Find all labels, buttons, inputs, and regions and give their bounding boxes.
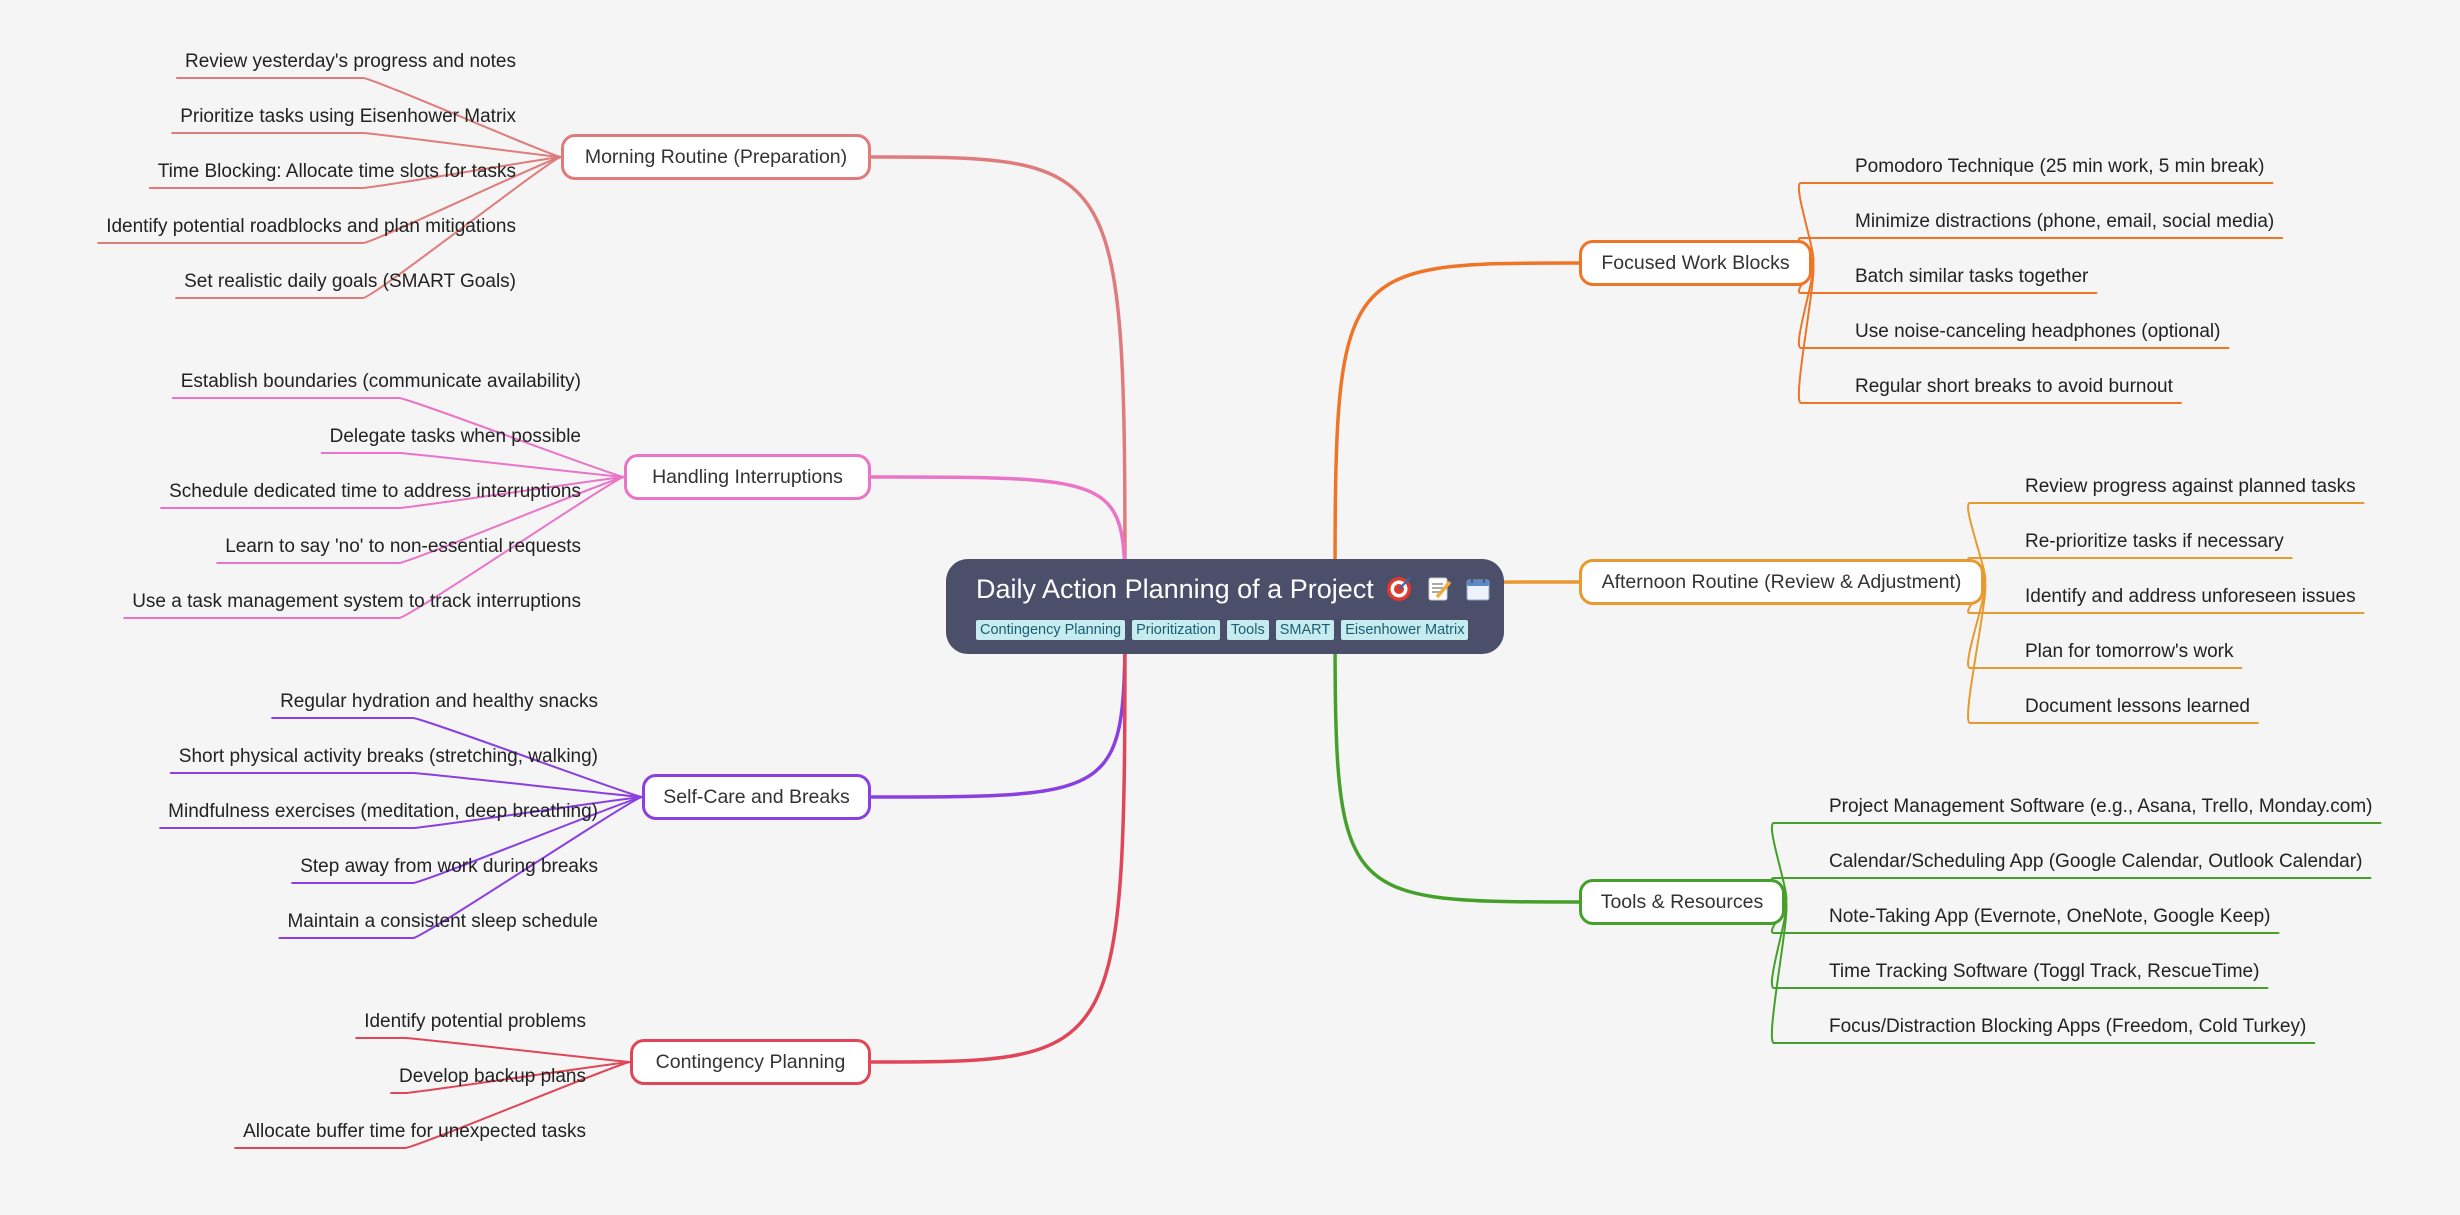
branch-node-morning[interactable]: Morning Routine (Preparation) xyxy=(561,134,871,180)
leaf-topic[interactable]: Minimize distractions (phone, email, soc… xyxy=(1855,211,2275,232)
leaf-topic[interactable]: Prioritize tasks using Eisenhower Matrix xyxy=(180,106,516,127)
leaf-topic[interactable]: Calendar/Scheduling App (Google Calendar… xyxy=(1829,851,2363,872)
leaf-topic[interactable]: Maintain a consistent sleep schedule xyxy=(287,911,598,932)
leaf-topic[interactable]: Plan for tomorrow's work xyxy=(2025,641,2234,662)
leaf-connector xyxy=(160,476,625,509)
leaf-connector xyxy=(390,1061,631,1094)
branch-node-tools[interactable]: Tools & Resources xyxy=(1579,879,1785,925)
leaf-connector xyxy=(216,476,625,564)
branch-connector xyxy=(869,155,1127,608)
leaf-topic[interactable]: Review yesterday's progress and notes xyxy=(184,51,516,72)
target-icon xyxy=(1387,577,1412,601)
leaf-connector xyxy=(1797,262,2182,404)
leaf-connector xyxy=(291,796,643,884)
leaf-topic[interactable]: Learn to say 'no' to non-essential reque… xyxy=(225,536,581,557)
topic-tag[interactable]: SMART xyxy=(1275,620,1335,640)
leaf-topic[interactable]: Review progress against planned tasks xyxy=(2025,476,2356,497)
leaf-connector xyxy=(271,717,643,798)
central-title-text: Daily Action Planning of a Project xyxy=(976,574,1374,604)
leaf-topic[interactable]: Use a task management system to track in… xyxy=(132,591,581,612)
leaf-topic[interactable]: Document lessons learned xyxy=(2025,696,2250,717)
leaf-connector xyxy=(148,156,562,189)
leaf-topic[interactable]: Batch similar tasks together xyxy=(1855,266,2089,287)
central-tags: Contingency Planning Prioritization Tools S… xyxy=(976,620,1475,640)
leaf-connector xyxy=(97,156,562,244)
leaf-topic[interactable]: Short physical activity breaks (stretchi… xyxy=(178,746,598,767)
leaf-topic[interactable]: Identify potential roadblocks and plan m… xyxy=(106,216,516,237)
leaf-topic[interactable]: Use noise-canceling headphones (optional… xyxy=(1855,321,2221,342)
leaf-topic[interactable]: Project Management Software (e.g., Asana… xyxy=(1829,796,2373,817)
branch-connector xyxy=(1333,604,1581,904)
leaf-topic[interactable]: Pomodoro Technique (25 min work, 5 min b… xyxy=(1855,156,2265,177)
leaf-topic[interactable]: Re-prioritize tasks if necessary xyxy=(2025,531,2284,552)
leaf-topic[interactable]: Identify and address unforeseen issues xyxy=(2025,586,2356,607)
leaf-topic[interactable]: Allocate buffer time for unexpected task… xyxy=(243,1121,586,1142)
topic-tag[interactable]: Prioritization xyxy=(1132,620,1220,640)
central-topic-title: Daily Action Planning of a Project xyxy=(976,572,1492,606)
memo-icon xyxy=(1428,577,1452,601)
leaf-connector xyxy=(171,132,562,158)
calendar-icon xyxy=(1466,578,1490,601)
leaf-topic[interactable]: Regular short breaks to avoid burnout xyxy=(1855,376,2173,397)
leaf-topic[interactable]: Delegate tasks when possible xyxy=(329,426,581,447)
leaf-connector xyxy=(175,77,562,158)
leaf-connector xyxy=(1797,237,2284,264)
branch-connector xyxy=(1333,261,1581,608)
leaf-topic[interactable]: Mindfulness exercises (meditation, deep … xyxy=(168,801,598,822)
leaf-connector xyxy=(123,476,625,619)
leaf-topic[interactable]: Schedule dedicated time to address inter… xyxy=(169,481,581,502)
leaf-topic[interactable]: Time Tracking Software (Toggl Track, Res… xyxy=(1829,961,2260,982)
leaf-topic[interactable]: Time Blocking: Allocate time slots for t… xyxy=(157,161,516,182)
branch-node-focused[interactable]: Focused Work Blocks xyxy=(1579,240,1812,286)
topic-tag[interactable]: Eisenhower Matrix xyxy=(1341,620,1469,640)
leaf-topic[interactable]: Regular hydration and healthy snacks xyxy=(280,691,598,712)
leaf-connector xyxy=(1967,557,2293,583)
leaf-topic[interactable]: Establish boundaries (communicate availa… xyxy=(180,371,581,392)
leaf-connector xyxy=(1770,901,2316,1044)
topic-tag[interactable]: Tools xyxy=(1226,620,1269,640)
central-topic[interactable]: Daily Action Planning of a Project xyxy=(946,559,1504,654)
leaf-topic[interactable]: Identify potential problems xyxy=(364,1011,586,1032)
leaf-connector xyxy=(1770,877,2372,903)
leaf-topic[interactable]: Focus/Distraction Blocking Apps (Freedom… xyxy=(1829,1016,2307,1037)
leaf-topic[interactable]: Note-Taking App (Evernote, OneNote, Goog… xyxy=(1829,906,2271,927)
leaf-connector xyxy=(169,772,643,798)
leaf-connector xyxy=(320,452,625,478)
leaf-connector xyxy=(355,1037,631,1063)
leaf-connector xyxy=(159,796,643,829)
branch-node-interruptions[interactable]: Handling Interruptions xyxy=(624,454,871,500)
branch-connector xyxy=(869,604,1127,1064)
leaf-connector xyxy=(171,397,625,478)
leaf-topic[interactable]: Set realistic daily goals (SMART Goals) xyxy=(184,271,516,292)
branch-node-selfcare[interactable]: Self-Care and Breaks xyxy=(642,774,871,820)
topic-tag[interactable]: Contingency Planning xyxy=(976,620,1126,640)
leaf-connector xyxy=(1967,581,2259,724)
leaf-connector xyxy=(278,796,643,939)
leaf-connector xyxy=(234,1061,631,1149)
leaf-topic[interactable]: Develop backup plans xyxy=(399,1066,586,1087)
branch-node-contingency[interactable]: Contingency Planning xyxy=(630,1039,871,1085)
leaf-connector xyxy=(175,156,562,299)
leaf-topic[interactable]: Step away from work during breaks xyxy=(300,856,598,877)
branch-node-afternoon[interactable]: Afternoon Routine (Review & Adjustment) xyxy=(1579,559,1984,605)
